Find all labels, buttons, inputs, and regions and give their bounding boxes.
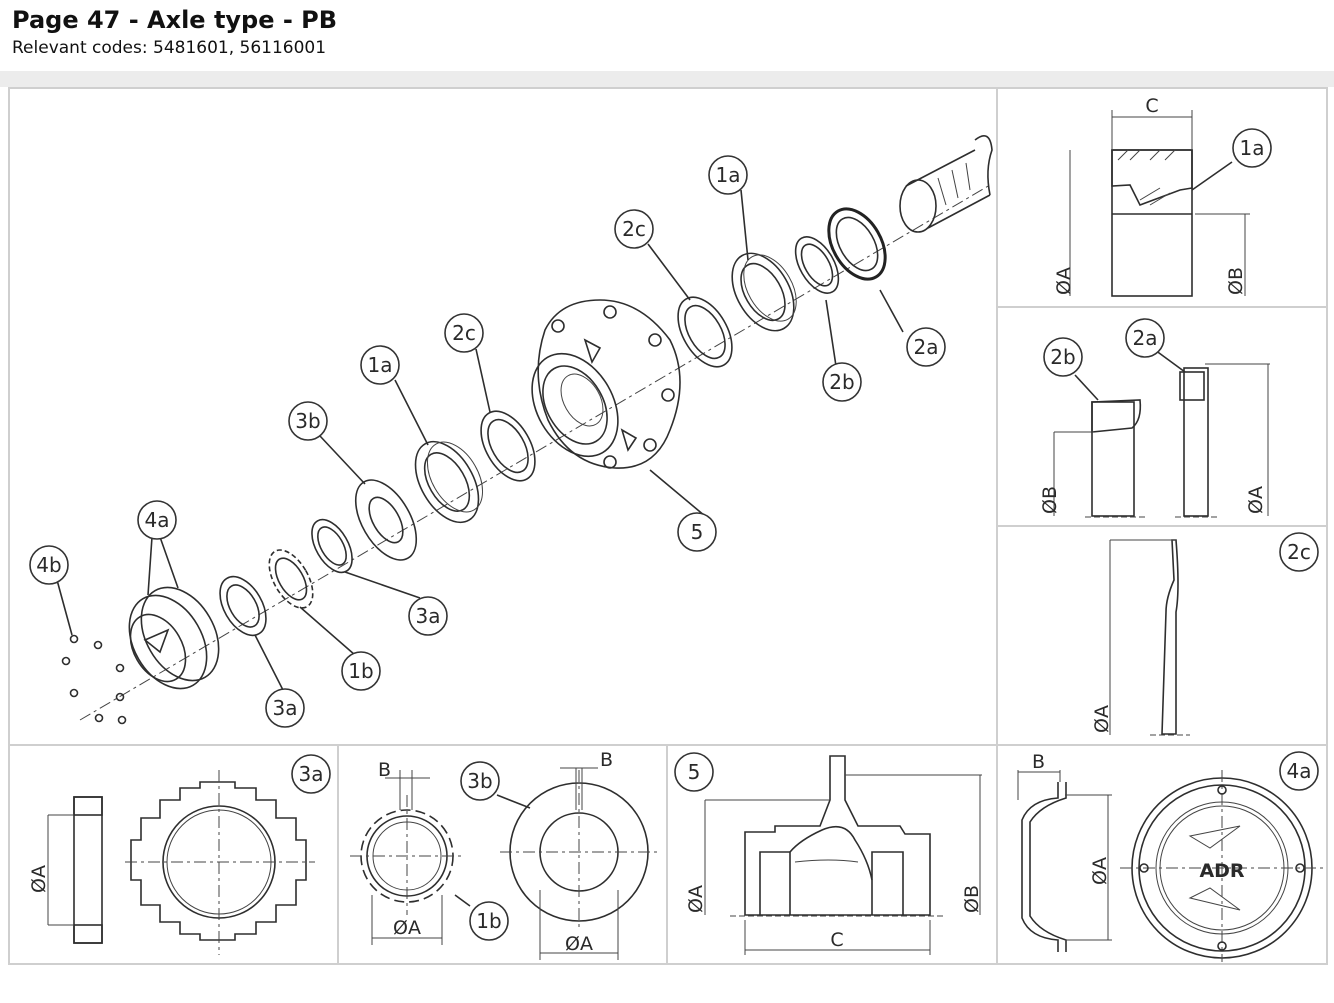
- svg-text:ØA: ØA: [1245, 486, 1267, 514]
- svg-text:1a: 1a: [716, 163, 741, 187]
- svg-text:3a: 3a: [416, 604, 441, 628]
- svg-text:4a: 4a: [1287, 759, 1312, 783]
- callout-1b-mid: 1b: [341, 651, 381, 691]
- svg-text:3a: 3a: [273, 696, 298, 720]
- callout-1a-detail: 1a: [1232, 128, 1272, 168]
- callout-3a-detail: 3a: [291, 754, 331, 794]
- svg-text:3a: 3a: [299, 762, 324, 786]
- svg-text:ØA: ØA: [28, 865, 50, 893]
- svg-text:2c: 2c: [452, 321, 476, 345]
- callout-1b-detail: 1b: [469, 901, 509, 941]
- callout-4b-mid: 4b: [29, 545, 69, 585]
- detail-4a-panel: [996, 744, 1328, 965]
- callout-1a-mid: 1a: [360, 345, 400, 385]
- exploded-view-panel: [8, 87, 998, 746]
- svg-text:B: B: [600, 749, 613, 771]
- relevant-codes: Relevant codes: 5481601, 56116001: [12, 38, 327, 58]
- svg-text:2b: 2b: [829, 370, 854, 394]
- part-2c-cup-inner: [480, 410, 536, 482]
- detail-3a-drawing: ØA: [28, 770, 315, 955]
- svg-text:ØB: ØB: [1225, 267, 1247, 295]
- callout-2a-top: 2a: [906, 327, 946, 367]
- detail-3a-panel: [8, 744, 339, 965]
- svg-text:5: 5: [691, 520, 704, 544]
- part-2a-seal: [827, 207, 887, 281]
- svg-text:ØA: ØA: [565, 933, 593, 955]
- svg-text:ØA: ØA: [685, 885, 707, 913]
- callout-2b-top: 2b: [822, 362, 862, 402]
- detail-2a-2b-drawing: ØB ØA: [1039, 349, 1270, 518]
- callout-5-detail: 5: [674, 752, 714, 792]
- part-3a-nut-outer: [219, 575, 267, 637]
- detail-2c-panel: [996, 525, 1328, 746]
- part-2b-ring: [794, 236, 840, 294]
- detail-5-panel: [666, 744, 998, 965]
- svg-text:C: C: [830, 929, 843, 951]
- page-title: Page 47 - Axle type - PB: [12, 6, 338, 34]
- svg-text:1b: 1b: [348, 659, 373, 683]
- part-2c-cup-outer: [677, 296, 733, 368]
- detail-4a-drawing: ADR B ØA: [1017, 751, 1325, 962]
- svg-text:ØB: ØB: [1039, 486, 1061, 514]
- callout-4a-mid: 4a: [137, 500, 177, 540]
- svg-text:2c: 2c: [622, 217, 646, 241]
- part-3a-nut-inner: [311, 518, 353, 574]
- callout-2a-detail: 2a: [1125, 318, 1165, 358]
- part-1a-bearing-inner: [414, 440, 484, 524]
- svg-text:3b: 3b: [295, 409, 320, 433]
- svg-text:3b: 3b: [467, 769, 492, 793]
- svg-text:ØA: ØA: [1089, 857, 1111, 885]
- svg-text:ØA: ØA: [1053, 267, 1075, 295]
- detail-5-drawing: ØA ØB C: [685, 755, 983, 955]
- svg-text:2a: 2a: [914, 335, 939, 359]
- svg-text:1a: 1a: [368, 353, 393, 377]
- svg-text:2b: 2b: [1050, 345, 1075, 369]
- part-4b-screws: [61, 634, 127, 725]
- svg-text:1a: 1a: [1240, 136, 1265, 160]
- svg-text:B: B: [378, 759, 391, 781]
- part-1a-bearing-outer: [731, 252, 797, 332]
- svg-text:ØA: ØA: [1091, 705, 1113, 733]
- callout-2c-detail: 2c: [1279, 532, 1319, 572]
- part-4a-hub-cap: [128, 586, 220, 690]
- callout-3b-detail: 3b: [460, 761, 500, 801]
- detail-1a-drawing: C ØA ØB: [1053, 95, 1250, 297]
- callout-4a-detail: 4a: [1279, 751, 1319, 791]
- callout-1a-top: 1a: [708, 155, 748, 195]
- svg-text:4b: 4b: [36, 553, 61, 577]
- svg-text:B: B: [1032, 751, 1045, 773]
- svg-text:2c: 2c: [1287, 540, 1311, 564]
- svg-text:ADR: ADR: [1199, 860, 1244, 882]
- callout-3b-mid: 3b: [288, 401, 328, 441]
- callout-3a-mid: 3a: [408, 596, 448, 636]
- part-5-hub: [531, 299, 681, 469]
- svg-text:ØA: ØA: [393, 917, 421, 939]
- detail-2c-drawing: ØA: [1091, 539, 1190, 736]
- callout-2c-mid: 2c: [444, 313, 484, 353]
- callout-2b-detail: 2b: [1043, 337, 1083, 377]
- callout-5-mid: 5: [677, 512, 717, 552]
- callout-2c-top: 2c: [614, 209, 654, 249]
- detail-1b-3b-drawing: B B ØA ØA: [350, 749, 660, 960]
- exploded-assembly: [56, 134, 993, 725]
- svg-text:5: 5: [688, 760, 701, 784]
- svg-text:ØB: ØB: [961, 885, 983, 913]
- svg-text:C: C: [1145, 95, 1158, 117]
- part-1b-lock-washer: [268, 549, 314, 609]
- axle-shaft: [899, 134, 993, 233]
- callout-3a-low: 3a: [265, 688, 305, 728]
- svg-text:1b: 1b: [476, 909, 501, 933]
- header-divider: [0, 71, 1334, 87]
- svg-text:4a: 4a: [145, 508, 170, 532]
- svg-text:2a: 2a: [1133, 326, 1158, 350]
